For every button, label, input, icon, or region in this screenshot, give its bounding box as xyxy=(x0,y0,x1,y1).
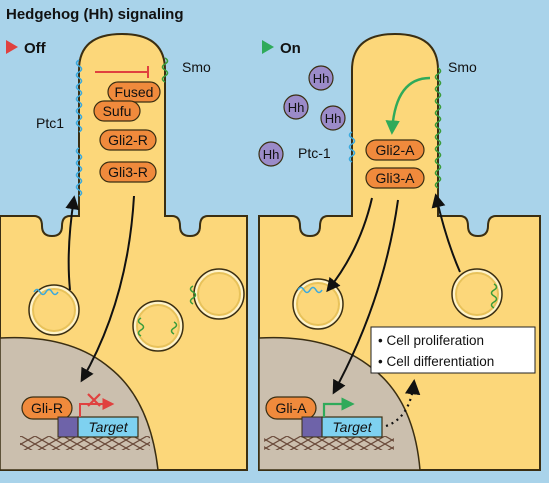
figure-title: Hedgehog (Hh) signaling xyxy=(6,6,184,23)
arrow-down-left-on xyxy=(326,197,373,293)
outcome-differentiation: Cell differentiation xyxy=(386,354,494,369)
hh-ligand: Hh xyxy=(308,65,334,91)
svg-text:Gli3-A: Gli3-A xyxy=(376,170,416,186)
svg-text:Hh: Hh xyxy=(263,147,280,162)
svg-text:Target: Target xyxy=(88,419,128,435)
svg-text:Gli2-R: Gli2-R xyxy=(108,132,148,148)
outcomes-box: • Cell proliferation • Cell differentiat… xyxy=(370,326,536,374)
protein-gli2-r: Gli2-R xyxy=(99,129,157,151)
outcome-proliferation: Cell proliferation xyxy=(386,333,484,348)
ptc1-label-on: Ptc-1 xyxy=(298,145,331,161)
dna-on xyxy=(264,436,394,450)
protein-sufu: Sufu xyxy=(93,100,141,122)
off-marker-icon xyxy=(6,40,18,54)
arrow-up-off xyxy=(65,195,80,291)
arrow-down-on xyxy=(332,199,399,395)
target-gene-on: Target xyxy=(321,416,383,438)
svg-text:Gli-A: Gli-A xyxy=(275,400,307,416)
svg-text:• Cell differentiation: • Cell differentiation xyxy=(378,354,494,369)
panel-off: Off Smo Ptc1 Fused Sufu Gli2-R Gli3-R xyxy=(0,32,248,471)
protein-gli3-r: Gli3-R xyxy=(99,161,157,183)
hh-ligand: Hh xyxy=(258,141,284,167)
off-label: Off xyxy=(24,40,47,57)
hh-ligand: Hh xyxy=(320,105,346,131)
svg-text:Gli2-A: Gli2-A xyxy=(376,142,416,158)
smo-label-off: Smo xyxy=(182,59,211,75)
svg-text:Gli-R: Gli-R xyxy=(31,400,63,416)
arrow-down-off xyxy=(80,195,135,383)
svg-text:Hh: Hh xyxy=(325,111,342,126)
dna-off xyxy=(20,436,150,450)
svg-text:Target: Target xyxy=(332,419,372,435)
svg-text:Fused: Fused xyxy=(115,84,154,100)
promoter-on xyxy=(301,416,323,438)
smo-receptor-off xyxy=(161,57,169,83)
nuclear-factor-gli-r: Gli-R xyxy=(21,396,73,420)
active-transcription-arrow xyxy=(322,397,355,417)
promoter-off xyxy=(57,416,79,438)
smo-receptor-on xyxy=(434,67,442,189)
protein-gli2-a: Gli2-A xyxy=(365,139,425,161)
ptc1-receptor-off xyxy=(75,59,83,197)
protein-gli3-a: Gli3-A xyxy=(365,167,425,189)
smo-label-on: Smo xyxy=(448,59,477,75)
svg-text:Hh: Hh xyxy=(313,71,330,86)
on-label: On xyxy=(280,40,301,57)
target-gene-off: Target xyxy=(77,416,139,438)
svg-text:Hh: Hh xyxy=(288,100,305,115)
arrow-up-on xyxy=(431,193,461,273)
svg-text:Sufu: Sufu xyxy=(103,103,132,119)
blocked-transcription-arrow xyxy=(79,398,115,417)
on-marker-icon xyxy=(262,40,274,54)
svg-text:• Cell proliferation: • Cell proliferation xyxy=(378,333,484,348)
ptc1-label: Ptc1 xyxy=(36,115,64,131)
smo-activation-arrow xyxy=(385,76,431,135)
outcome-dotted-arrow xyxy=(385,378,421,428)
block-x-icon xyxy=(87,393,101,407)
hh-ligand: Hh xyxy=(283,94,309,120)
inhibition-line xyxy=(95,66,149,78)
protein-fused: Fused xyxy=(107,81,161,103)
panel-on: On Smo Ptc-1 Hh Hh Hh Hh Gli2-A Gli3-A xyxy=(258,32,541,471)
nuclear-factor-gli-a: Gli-A xyxy=(265,396,317,420)
svg-text:Gli3-R: Gli3-R xyxy=(108,164,148,180)
ptc1-receptor-on xyxy=(348,131,356,163)
